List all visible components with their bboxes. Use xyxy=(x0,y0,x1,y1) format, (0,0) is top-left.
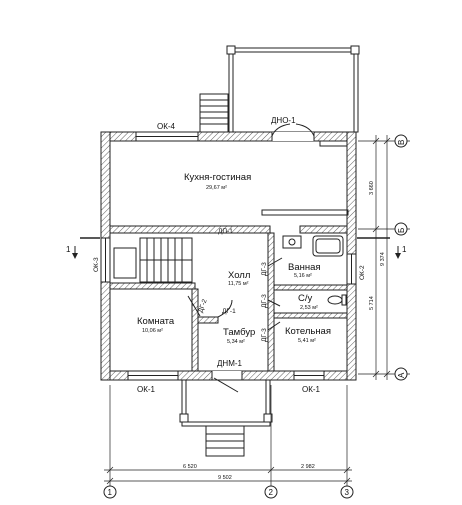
axis-label-1: 1 xyxy=(108,488,113,497)
dim-9502: 9 502 xyxy=(218,475,232,481)
axis-bubble-2 xyxy=(264,485,278,499)
tag-dno1: ДНО-1 xyxy=(271,116,296,125)
axis-bubble-v xyxy=(394,134,408,148)
entry-porch xyxy=(179,379,273,427)
section-mark-right: 1 xyxy=(402,245,407,254)
room-area-bath: 5,16 м² xyxy=(294,273,312,279)
room-area-boiler: 5,41 м² xyxy=(298,338,316,344)
axis-bubble-b xyxy=(394,222,408,236)
room-area-kitchen: 29,67 м² xyxy=(206,185,227,191)
room-name-boiler: Котельная xyxy=(285,326,331,337)
section-mark-left: 1 xyxy=(66,245,71,254)
axis-label-3: 3 xyxy=(345,488,350,497)
dim-9374: 9 374 xyxy=(380,252,386,266)
window-ok4 xyxy=(135,131,199,142)
axis-label-v: В xyxy=(397,140,406,145)
room-name-hall: Холл xyxy=(228,270,250,281)
bottom-dimensions xyxy=(104,385,352,486)
tag-ok1-right: ОК-1 xyxy=(302,385,321,394)
room-area-hall: 11,75 м² xyxy=(228,281,249,287)
room-name-room: Комната xyxy=(137,316,175,327)
axis-label-a: А xyxy=(397,372,406,378)
top-stairs xyxy=(199,93,229,133)
tag-dg3-lower: ДГ-3 xyxy=(261,328,268,342)
interior-doors xyxy=(187,257,283,331)
tag-dg2: ДГ-2 xyxy=(197,298,208,314)
window-ok1-right xyxy=(293,370,325,381)
tag-ok1-left: ОК-1 xyxy=(137,385,156,394)
room-name-wc: С/у xyxy=(298,293,313,304)
axis-label-2: 2 xyxy=(269,488,274,497)
staircase xyxy=(113,237,193,283)
tag-dg1: ДГ-1 xyxy=(222,308,236,315)
axis-bubble-3 xyxy=(340,485,354,499)
dim-5714: 5 714 xyxy=(369,296,375,310)
tag-dg3-upper: ДГ-3 xyxy=(261,262,268,276)
tag-ok2: ОК-2 xyxy=(359,265,366,280)
tag-dnm1: ДНМ-1 xyxy=(217,359,243,368)
room-area-vestibule: 5,34 м² xyxy=(227,339,245,345)
window-ok2 xyxy=(346,253,357,285)
window-ok1-left xyxy=(127,370,179,381)
tag-ok3: ОК-3 xyxy=(93,257,100,272)
tag-dg3-middle: ДГ-3 xyxy=(261,294,268,308)
dim-3660: 3 660 xyxy=(369,181,375,195)
room-area-room: 10,06 м² xyxy=(142,328,163,334)
section-line xyxy=(72,237,401,259)
room-name-bath: Ванная xyxy=(288,262,321,273)
bath-fixtures xyxy=(282,235,344,257)
dim-2982: 2 982 xyxy=(301,464,315,470)
window-ok3 xyxy=(100,237,111,283)
axis-bubble-a xyxy=(394,367,408,381)
dim-6520: 6 520 xyxy=(183,464,197,470)
room-name-vestibule: Тамбур xyxy=(223,327,255,338)
axis-bubble-1 xyxy=(103,485,117,499)
room-area-wc: 2,53 м² xyxy=(300,305,318,311)
room-name-kitchen: Кухня-гостиная xyxy=(184,172,251,183)
door-dno1 xyxy=(271,123,315,141)
tag-dp1: ДП-1 xyxy=(218,228,233,235)
porch-steps xyxy=(205,425,245,457)
toilet xyxy=(327,294,347,306)
tag-ok4: ОК-4 xyxy=(157,122,176,131)
axis-label-b: Б xyxy=(397,228,406,233)
